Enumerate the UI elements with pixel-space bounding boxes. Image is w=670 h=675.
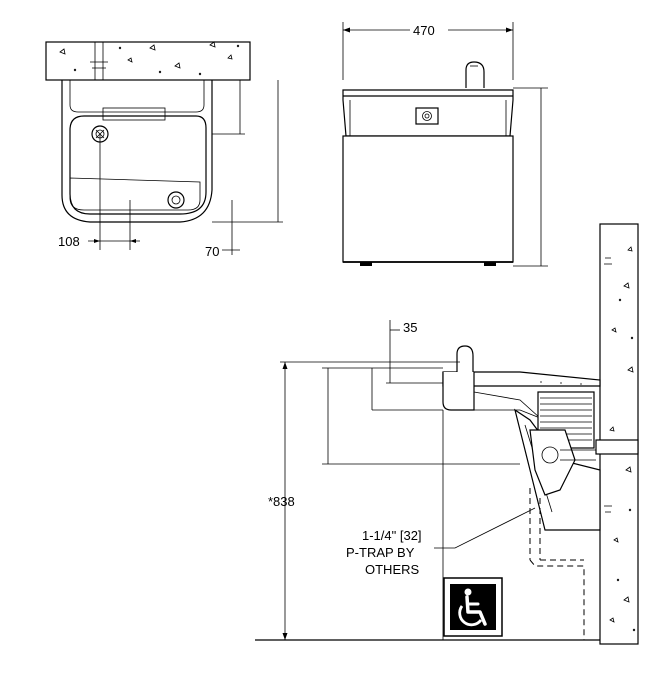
rim-height-dimension: *838 bbox=[268, 494, 295, 509]
front-offset-dimension: 70 bbox=[205, 244, 219, 259]
plan-bowl-outer bbox=[61, 80, 213, 223]
plan-wall-hatch bbox=[59, 41, 240, 76]
ptrap-note-line3: OTHERS bbox=[365, 562, 420, 577]
top-width-dimension: 470 bbox=[413, 23, 435, 38]
front-bubbler bbox=[465, 61, 485, 88]
ptrap-note-line2: P-TRAP BY bbox=[346, 545, 415, 560]
front-view: 470 bbox=[342, 22, 548, 267]
drain-offset-dimension: 108 bbox=[58, 234, 80, 249]
plan-bubbler bbox=[167, 191, 185, 209]
spout-setback-dimension: 35 bbox=[403, 320, 417, 335]
front-body bbox=[342, 135, 514, 263]
plan-bowl-basin bbox=[69, 115, 207, 215]
ptrap-note-line1: 1-1/4" [32] bbox=[362, 528, 422, 543]
side-front-fascia bbox=[442, 372, 475, 411]
side-view: *838 35 1-1/4" [32] P-TRAP BY OTHERS bbox=[255, 223, 639, 645]
side-wall bbox=[599, 223, 639, 645]
side-wall-hatch bbox=[609, 246, 636, 632]
push-button bbox=[415, 107, 439, 125]
plan-view: 108 70 bbox=[45, 41, 283, 259]
plan-bowl-trough bbox=[69, 177, 201, 211]
plan-wall-slab bbox=[45, 41, 251, 81]
wheelchair-accessibility-icon bbox=[443, 577, 503, 637]
side-bubbler bbox=[456, 345, 474, 372]
